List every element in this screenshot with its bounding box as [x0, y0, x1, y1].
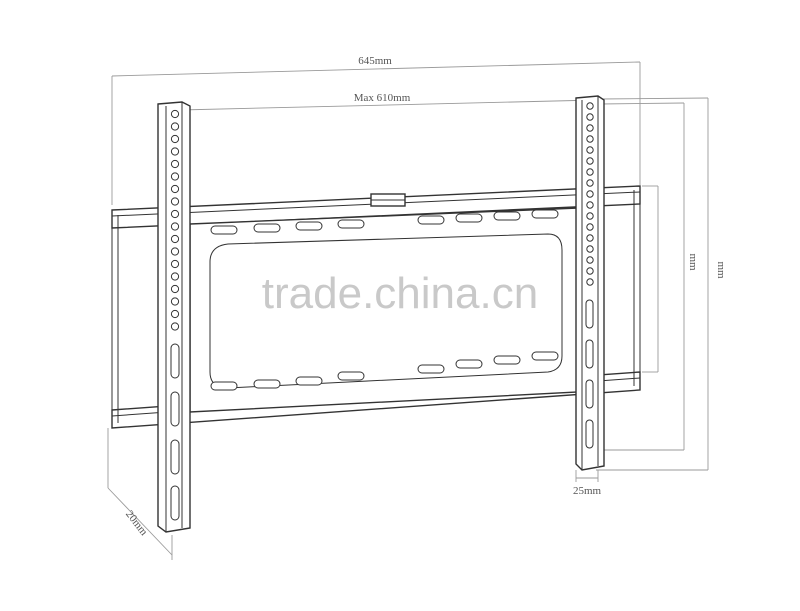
- mounting-hole: [170, 109, 180, 119]
- dimension-lines: [107, 61, 709, 560]
- depth-label: 20mm: [123, 508, 150, 538]
- mounting-hole: [170, 284, 180, 294]
- mounting-hole: [170, 309, 180, 319]
- mounting-hole: [586, 113, 594, 121]
- horizontal-frame: [111, 185, 641, 429]
- bottom-slots: [210, 351, 559, 391]
- watermark-text: trade.china.cn: [262, 269, 538, 318]
- mounting-hole: [586, 234, 594, 242]
- right-arm-holes: [586, 102, 594, 286]
- overall-width-label: 645mm: [358, 55, 392, 67]
- mounting-hole: [586, 102, 594, 110]
- max-vesa-label: Max 610mm: [354, 92, 411, 104]
- right-arm-slots: [585, 299, 594, 449]
- mounting-hole: [170, 184, 180, 194]
- mounting-hole: [170, 247, 180, 256]
- mounting-hole: [586, 146, 594, 154]
- mounting-hole: [170, 209, 180, 219]
- mounting-hole: [586, 223, 594, 231]
- right-vertical-arm: [575, 95, 605, 471]
- left-arm-holes: [170, 109, 180, 331]
- height-label-inner: mm: [687, 253, 699, 271]
- mounting-hole: [170, 297, 180, 306]
- mounting-hole: [586, 190, 594, 198]
- mounting-hole: [586, 278, 594, 286]
- mounting-hole: [170, 259, 180, 269]
- height-label-outer: mm: [715, 261, 727, 279]
- mounting-hole: [586, 212, 594, 220]
- mounting-hole: [586, 245, 594, 253]
- mounting-hole: [586, 256, 594, 264]
- mounting-hole: [586, 124, 594, 132]
- mounting-hole: [586, 168, 594, 176]
- mounting-hole: [170, 322, 180, 331]
- mounting-hole: [170, 122, 180, 131]
- mounting-hole: [170, 134, 180, 144]
- mounting-hole: [586, 201, 594, 209]
- left-arm-slots: [170, 343, 180, 521]
- mounting-hole: [170, 197, 180, 206]
- mounting-hole: [170, 172, 180, 181]
- mounting-hole: [586, 267, 594, 275]
- mounting-hole: [170, 147, 180, 156]
- mounting-hole: [170, 234, 180, 244]
- mounting-hole: [170, 272, 180, 281]
- mounting-hole: [586, 179, 594, 187]
- top-slots: [210, 209, 559, 235]
- mounting-hole: [170, 222, 180, 231]
- mounting-hole: [586, 157, 594, 165]
- mounting-hole: [586, 135, 594, 143]
- mounting-hole: [170, 159, 180, 169]
- left-vertical-arm: [157, 101, 191, 533]
- rail-width-label: 25mm: [573, 485, 602, 497]
